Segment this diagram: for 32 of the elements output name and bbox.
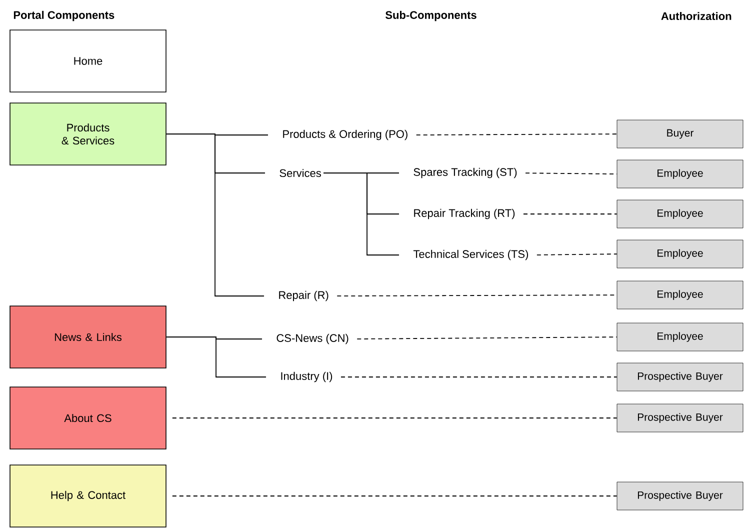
sub-component-text: Products & Ordering (PO) (283, 130, 408, 140)
authorization-box: Employee (616, 280, 744, 310)
authorization-box: Employee (616, 322, 744, 352)
dashed-connector (356, 336, 618, 340)
component-box: Help & Contact (10, 464, 166, 528)
dashed-connector (536, 254, 618, 256)
dashed-connector (525, 172, 618, 174)
authorization-box: Employee (616, 200, 744, 228)
sub-component-text: Spares Tracking (ST) (414, 168, 517, 178)
sub-component-text: CS-News (CN) (276, 334, 348, 344)
tree-line (166, 134, 264, 296)
authorization-box: Employee (616, 160, 744, 188)
component-box: News & Links (10, 306, 166, 368)
dashed-connector (416, 134, 618, 136)
component-box: Products & Services (10, 102, 166, 166)
sub-component-text: Repair Tracking (RT) (414, 208, 515, 220)
sub-component-text: Repair (R) (279, 290, 328, 302)
component-box: Home (10, 30, 166, 92)
sub-component-text: Technical Services (TS) (413, 250, 528, 260)
authorization-box: Buyer (616, 120, 744, 148)
authorization-box: Employee (616, 240, 744, 268)
dashed-connector (340, 376, 618, 378)
authorization-box: Prospective Buyer (616, 482, 744, 510)
authorization-box: Prospective Buyer (616, 404, 744, 432)
column-heading: Authorization (661, 12, 732, 20)
sub-component-text: Industry (I) (281, 372, 332, 382)
tree-line (166, 336, 266, 378)
authorization-box: Prospective Buyer (616, 362, 744, 392)
sub-component-text: Services (280, 168, 321, 178)
tree-line (323, 172, 400, 256)
column-heading: Sub-Components (386, 10, 476, 22)
component-box: About CS (10, 386, 166, 450)
